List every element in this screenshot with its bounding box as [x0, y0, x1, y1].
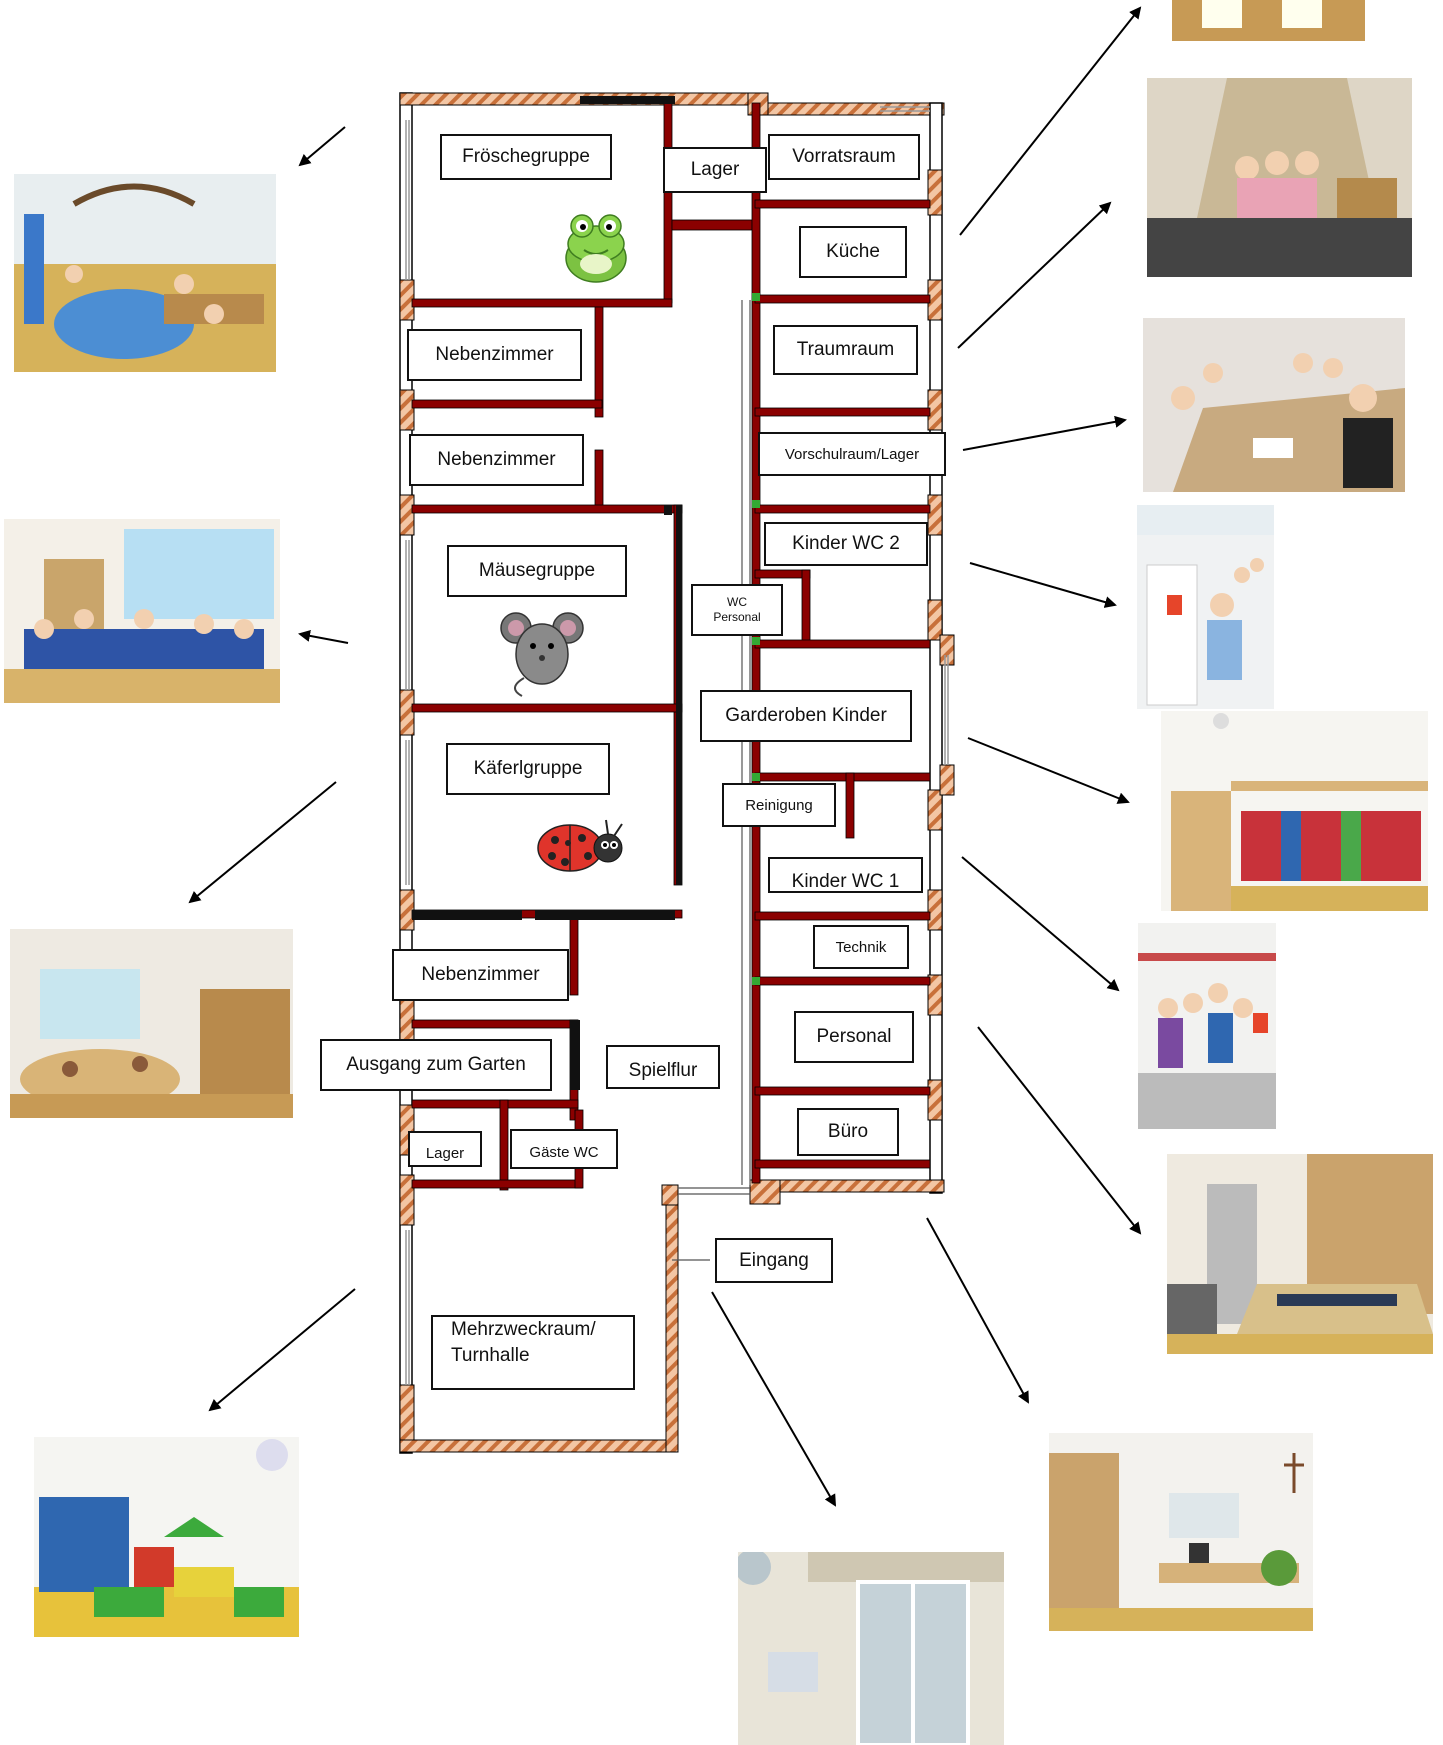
photo-arrows: [188, 6, 1142, 1507]
photo-vorratsraum: [1172, 0, 1365, 41]
photo-garderobe: [1161, 711, 1428, 911]
corridor-lines: [672, 300, 751, 1261]
photo-buero: [1049, 1433, 1313, 1631]
black-walls: [412, 96, 682, 1090]
room-kueche: Küche: [799, 226, 907, 278]
room-mehrzweckraum-line2: Turnhalle: [451, 1345, 530, 1366]
room-gaeste-wc: Gäste WC: [510, 1129, 618, 1169]
photo-maeusegruppe: [4, 519, 280, 703]
room-technik: Technik: [813, 925, 909, 969]
room-wc-personal-line1: WC: [727, 595, 747, 609]
room-nebenzimmer-3: Nebenzimmer: [392, 949, 569, 1001]
photo-kinder-wc-1: [1138, 923, 1276, 1129]
room-mehrzweckraum: Mehrzweckraum/ Turnhalle: [431, 1315, 635, 1390]
photo-kinder-wc-2: [1137, 505, 1274, 709]
ladybug-icon: [537, 819, 623, 872]
frog-icon: [565, 214, 627, 283]
room-vorratsraum: Vorratsraum: [768, 134, 920, 180]
photo-eingang: [738, 1552, 1004, 1745]
room-reinigung: Reinigung: [722, 783, 836, 827]
room-nebenzimmer-1: Nebenzimmer: [407, 329, 582, 381]
room-eingang: Eingang: [715, 1238, 833, 1283]
room-mehrzweckraum-line1: Mehrzweckraum/: [451, 1319, 596, 1340]
room-spielflur: Spielflur: [606, 1045, 720, 1089]
photo-kaeferlgruppe: [10, 929, 293, 1118]
room-traumraum: Traumraum: [773, 325, 918, 375]
room-lager-top: Lager: [663, 147, 767, 193]
photo-turnhalle: [34, 1437, 299, 1637]
room-kinder-wc-1: Kinder WC 1: [768, 857, 923, 893]
room-buero: Büro: [797, 1108, 899, 1156]
room-wc-personal: WC Personal: [691, 584, 783, 636]
room-kaeferlgruppe: Käferlgruppe: [446, 743, 610, 795]
room-personal: Personal: [794, 1011, 914, 1063]
door-markers: [752, 293, 760, 985]
room-kinder-wc-2: Kinder WC 2: [764, 522, 928, 566]
photo-traumraum: [1143, 318, 1405, 492]
mouse-icon: [500, 612, 584, 697]
windows: [405, 106, 949, 1385]
room-lager-bottom: Lager: [408, 1131, 482, 1167]
room-wc-personal-line2: Personal: [713, 610, 761, 624]
room-maeusegruppe: Mäusegruppe: [447, 545, 627, 597]
room-nebenzimmer-2: Nebenzimmer: [409, 434, 584, 486]
room-garderoben-kinder: Garderoben Kinder: [700, 690, 912, 742]
photo-kueche: [1147, 78, 1412, 277]
photo-personal: [1167, 1154, 1433, 1354]
room-vorschulraum: Vorschulraum/Lager: [758, 432, 946, 476]
room-froeschegruppe: Fröschegruppe: [440, 134, 612, 180]
photo-froeschegruppe: [14, 174, 276, 372]
room-ausgang-zum-garten: Ausgang zum Garten: [320, 1039, 552, 1091]
